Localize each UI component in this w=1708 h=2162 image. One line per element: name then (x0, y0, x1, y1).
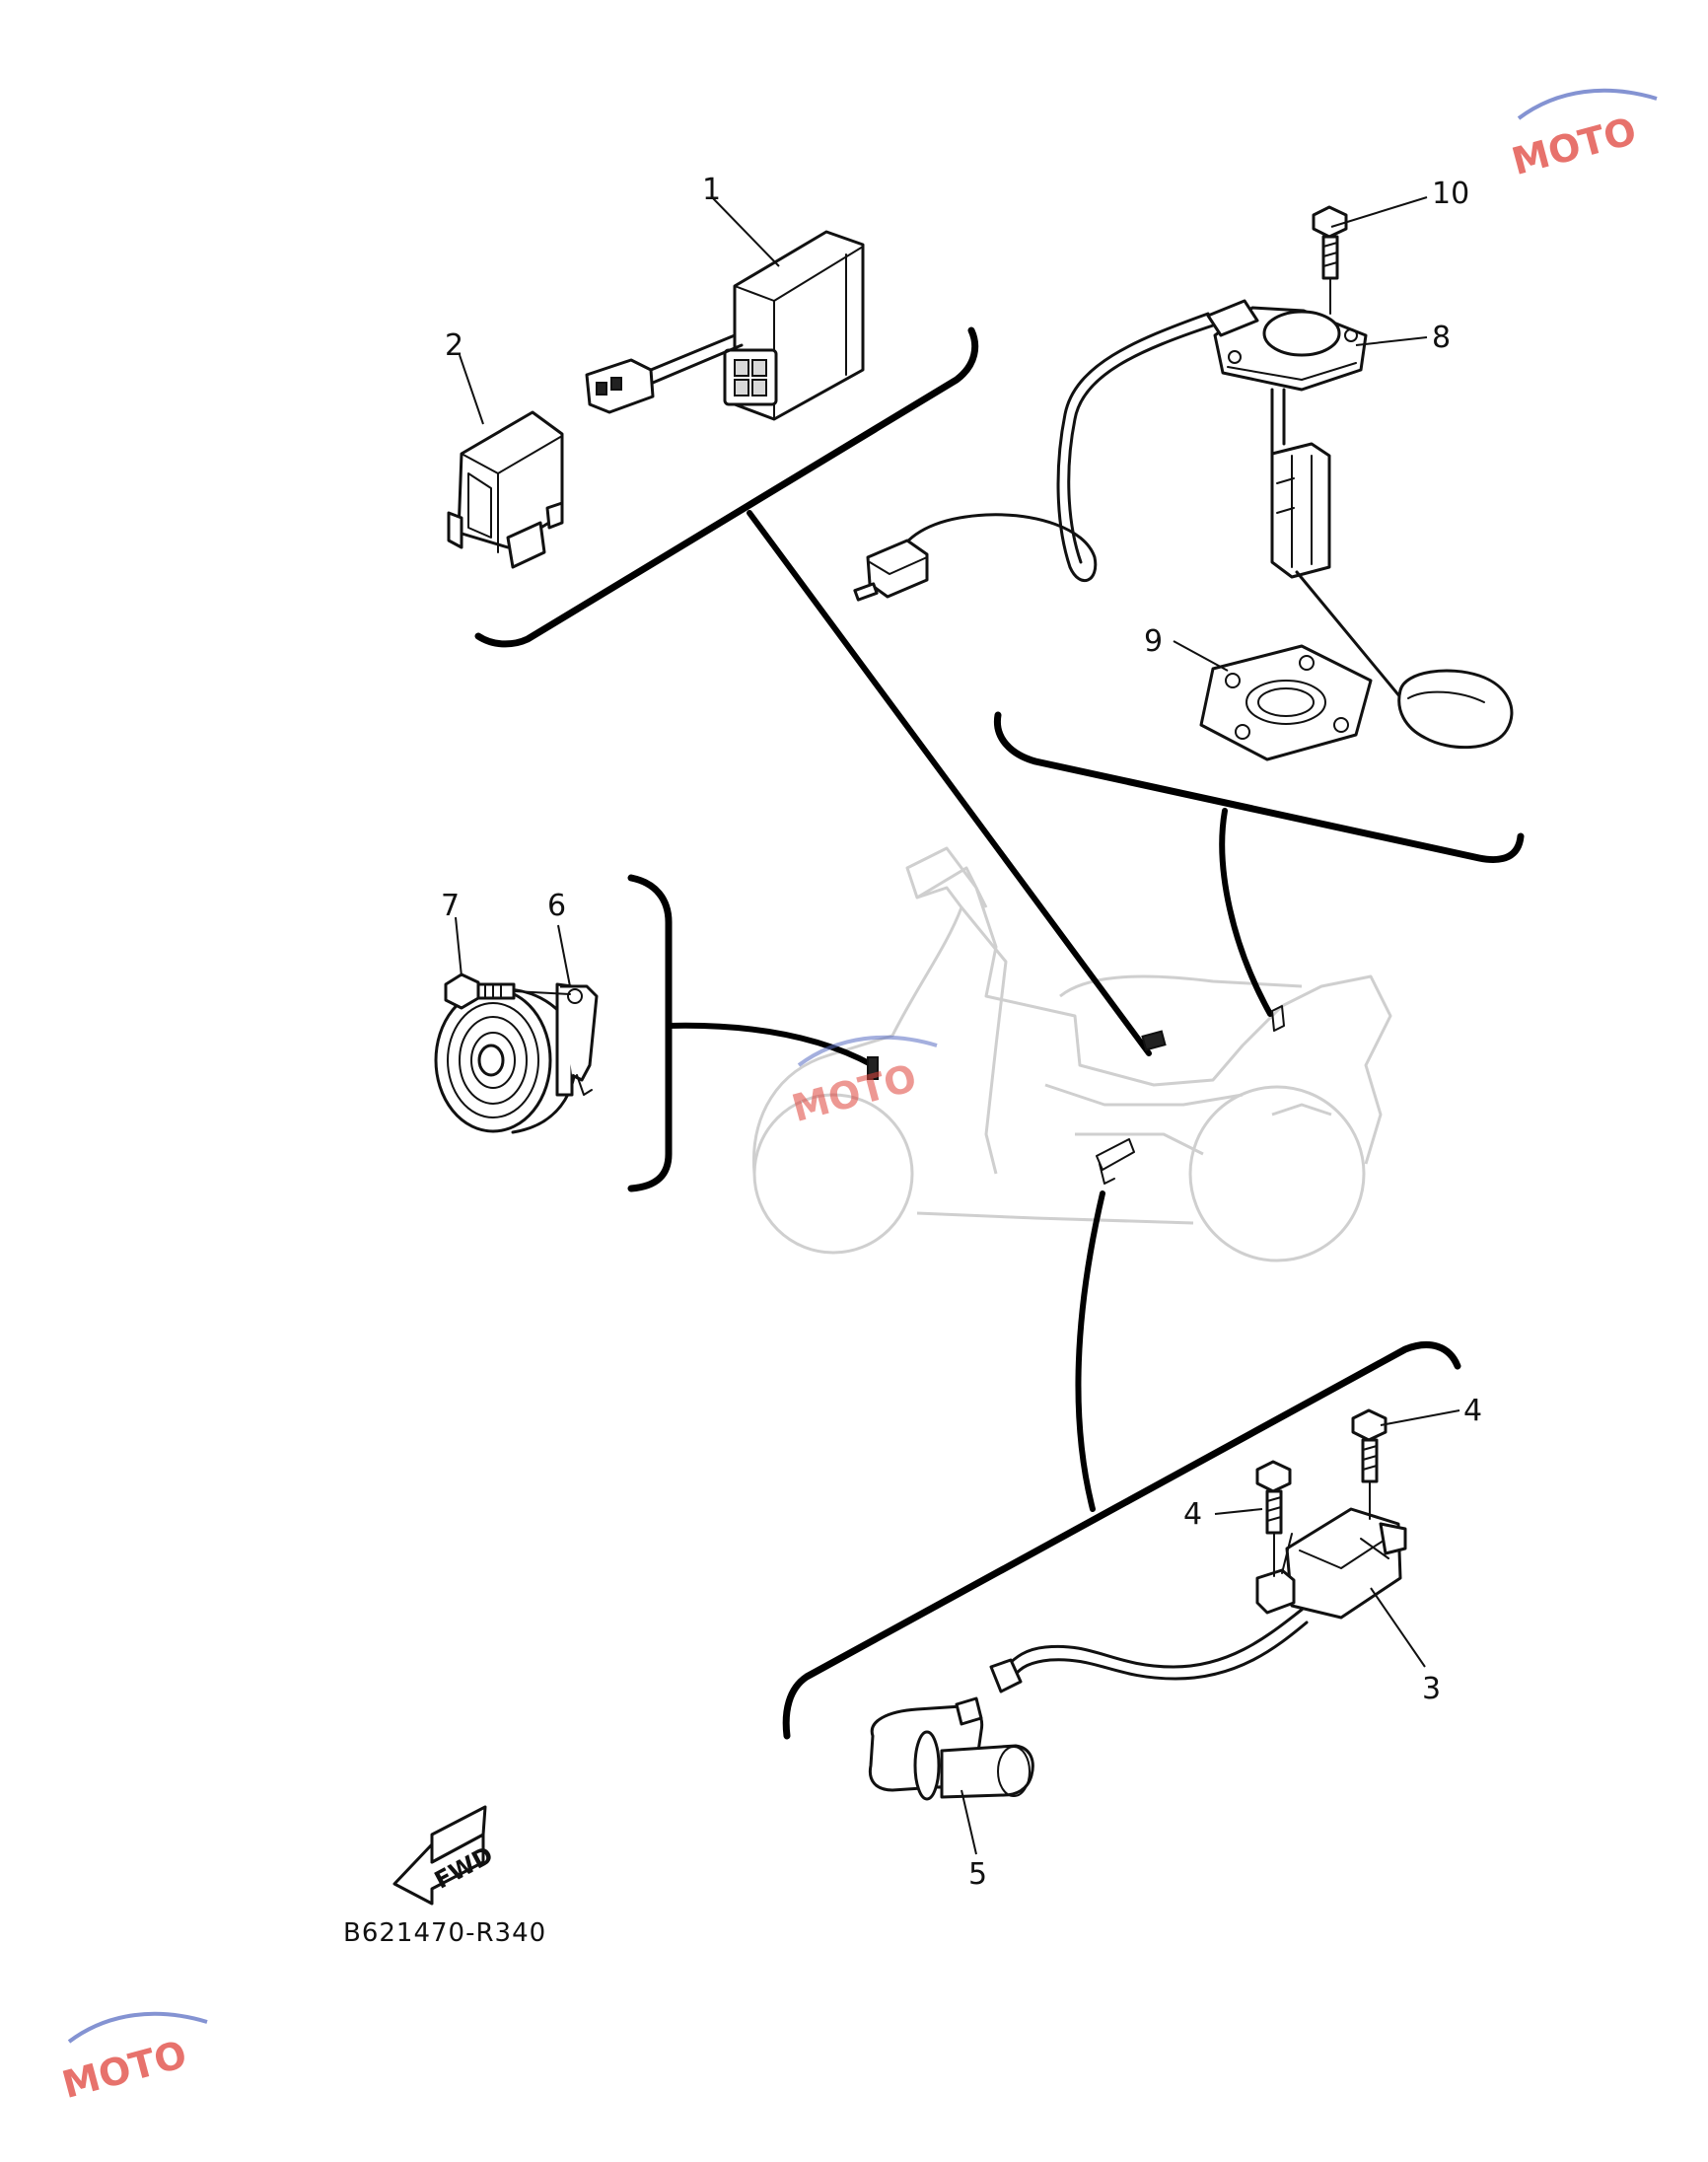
watermark-logo-top-right: MOTO (1508, 88, 1658, 183)
leader-ecu (747, 510, 1152, 1056)
scooter-silhouette (751, 846, 1392, 1262)
callout-lines (455, 196, 1460, 1855)
bracket-horn-group (627, 874, 673, 1192)
bracket-ecu-group (474, 326, 979, 648)
diagram-reference-code: B621470-R340 (343, 1918, 546, 1948)
bolt-part-4-right (1351, 1408, 1388, 1520)
forward-direction-arrow: FWD (392, 1805, 498, 1906)
horn-mount-marker (867, 1056, 879, 1080)
label-part-1: 1 (702, 173, 721, 207)
fuel-sender-part-8 (853, 299, 1514, 750)
coil-mount-marker (1096, 1138, 1135, 1171)
part-number-labels: 1 2 10 8 9 7 6 4 4 3 5 (441, 173, 1482, 1892)
label-part-5: 5 (968, 1857, 987, 1892)
leader-fuel-sender (1219, 808, 1273, 1017)
gasket-part-9 (1199, 644, 1373, 761)
leader-horn (666, 1022, 876, 1068)
svg-text:MOTO: MOTO (1508, 108, 1641, 183)
label-part-6: 6 (547, 889, 566, 923)
label-part-4-right: 4 (1463, 1394, 1482, 1428)
label-part-7: 7 (441, 889, 460, 923)
watermark-logo-center: MOTO (788, 1035, 938, 1130)
bracket-fuel-sender-group (993, 711, 1525, 863)
label-part-10: 10 (1432, 177, 1469, 211)
bolt-part-4-left (1255, 1460, 1292, 1577)
ignition-coil-part-3 (989, 1507, 1407, 1694)
bracket-ignition-group (782, 1341, 1461, 1740)
leader-ignition (1075, 1190, 1105, 1512)
ecu-mount-marker (1141, 1030, 1167, 1051)
plug-cap-part-5 (868, 1696, 1034, 1801)
label-part-4-left: 4 (1183, 1497, 1202, 1532)
ecu-unit-part-1 (585, 230, 865, 421)
fuel-mount-marker (1271, 1005, 1285, 1032)
label-part-2: 2 (445, 328, 463, 363)
label-part-8: 8 (1432, 321, 1451, 355)
horn-part-6 (434, 982, 599, 1134)
bolt-part-10 (1312, 205, 1348, 315)
svg-text:MOTO: MOTO (788, 1055, 921, 1130)
label-part-3: 3 (1422, 1672, 1441, 1706)
holder-part-2 (447, 410, 564, 569)
label-part-9: 9 (1144, 624, 1163, 659)
plug-mount-marker (1099, 1163, 1115, 1185)
watermark-logo-bottom-left: MOTO (58, 2011, 208, 2107)
svg-text:MOTO: MOTO (58, 2032, 191, 2107)
